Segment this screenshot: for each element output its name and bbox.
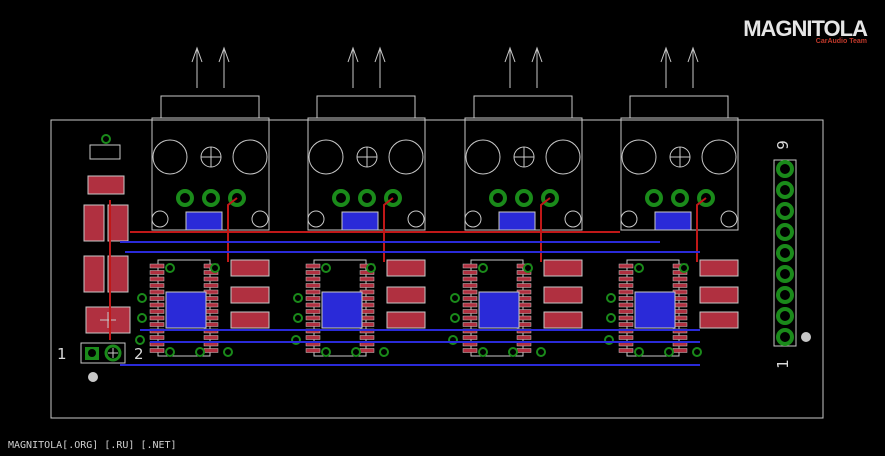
header-pin bbox=[776, 181, 794, 199]
left-components bbox=[83, 134, 131, 334]
channel-4 bbox=[604, 46, 739, 357]
bus-traces bbox=[109, 200, 700, 366]
label-pin-2: 2 bbox=[134, 345, 144, 363]
label-header-1: 1 bbox=[773, 359, 792, 369]
power-connector[interactable] bbox=[80, 342, 126, 364]
header-pin bbox=[776, 286, 794, 304]
header-pin bbox=[776, 160, 794, 178]
footer-url: MAGNITOLA[.ORG] [.RU] [.NET] bbox=[8, 440, 177, 451]
label-header-9: 9 bbox=[773, 140, 792, 150]
mount-hole-right bbox=[801, 332, 811, 342]
logo-subtitle: CarAudio Team bbox=[815, 38, 867, 45]
header-pin bbox=[776, 202, 794, 220]
channel-1 bbox=[135, 46, 270, 357]
channel-3 bbox=[448, 46, 583, 357]
label-pin-1: 1 bbox=[57, 345, 67, 363]
mount-hole-left bbox=[88, 372, 98, 382]
header-pin bbox=[776, 307, 794, 325]
brand-logo: MAGNITOLA CarAudio Team bbox=[743, 16, 868, 45]
header-pin bbox=[776, 244, 794, 262]
header-pin bbox=[776, 328, 794, 346]
logo-text: MAGNITOLA bbox=[743, 16, 868, 41]
header-pin bbox=[776, 223, 794, 241]
board-outline bbox=[50, 119, 824, 419]
header-pin bbox=[776, 265, 794, 283]
pin-header[interactable] bbox=[773, 159, 797, 347]
channel-2 bbox=[291, 46, 426, 357]
